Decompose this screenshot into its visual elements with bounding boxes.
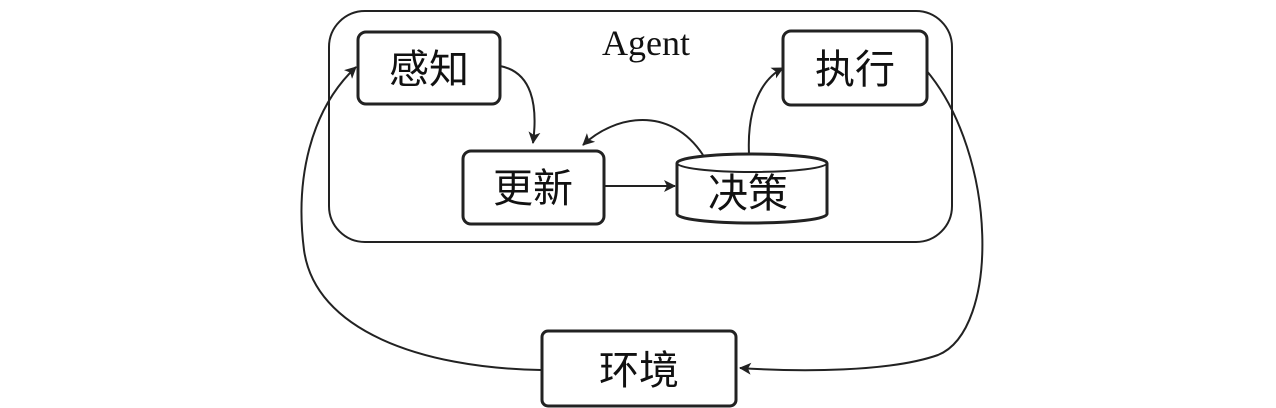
node-perceive-box bbox=[356, 30, 502, 106]
edge-perceive-to-update bbox=[499, 65, 541, 144]
node-update-label: 更新 bbox=[493, 166, 573, 212]
edge-execute-to-environment bbox=[739, 69, 984, 375]
agent-label: Agent bbox=[602, 23, 690, 63]
node-update-box bbox=[461, 149, 606, 226]
node-execute-label: 执行 bbox=[815, 47, 895, 93]
edge-decide-to-execute bbox=[747, 67, 784, 155]
node-environment-box bbox=[540, 329, 738, 408]
edge-environment-to-perceive bbox=[300, 66, 542, 371]
node-decide-cylinder-rim bbox=[676, 162, 828, 173]
node-environment-label: 环境 bbox=[599, 348, 679, 394]
node-perceive-label: 感知 bbox=[389, 47, 469, 93]
node-decide-label: 决策 bbox=[708, 171, 788, 217]
node-execute-box bbox=[781, 29, 929, 107]
edge-decide-to-update bbox=[582, 119, 704, 156]
